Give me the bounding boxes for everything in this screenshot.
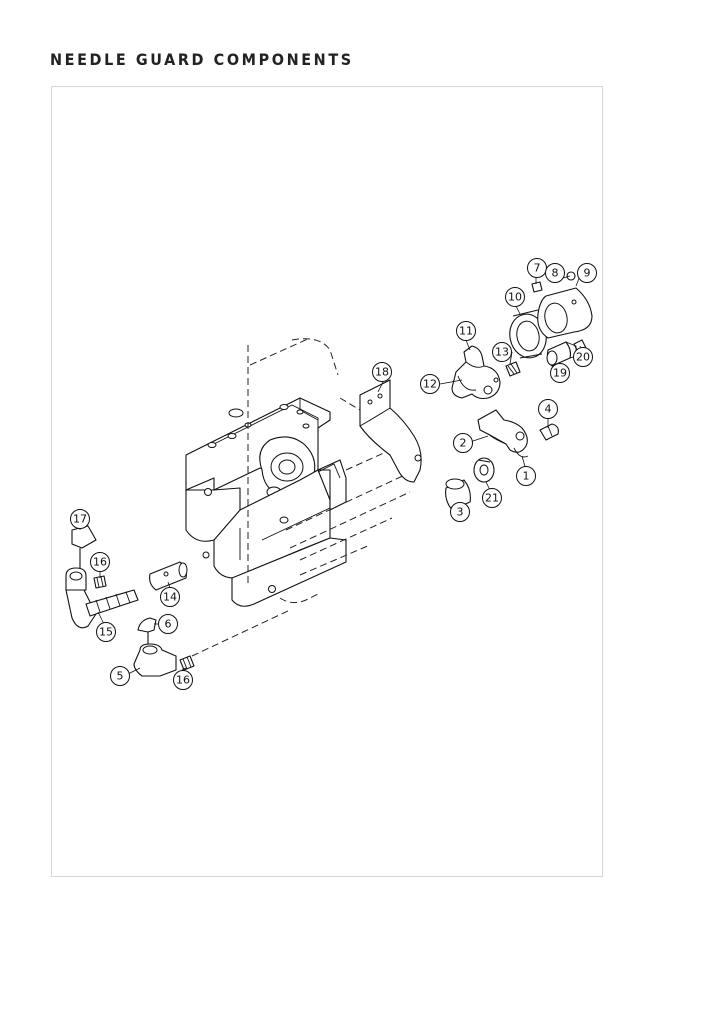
part-washer bbox=[473, 457, 495, 483]
svg-text:8: 8 bbox=[552, 267, 559, 280]
svg-text:16: 16 bbox=[93, 556, 107, 569]
part-bushing-ring bbox=[509, 309, 547, 359]
page-title: NEEDLE GUARD COMPONENTS bbox=[50, 50, 354, 69]
callout-16-lower: 16 bbox=[173, 670, 193, 690]
callout-5: 5 bbox=[110, 666, 130, 686]
svg-text:4: 4 bbox=[545, 403, 552, 416]
part-left-shaft-assembly bbox=[65, 525, 139, 629]
part-needle-guard-arm bbox=[477, 409, 529, 458]
part-screw-4 bbox=[539, 423, 559, 441]
part-needle-guard-bracket bbox=[451, 345, 501, 400]
diagram-frame bbox=[51, 86, 603, 877]
svg-text:10: 10 bbox=[508, 291, 522, 304]
svg-text:13: 13 bbox=[495, 346, 509, 359]
housing-frame bbox=[185, 337, 421, 607]
svg-text:12: 12 bbox=[423, 378, 437, 391]
callout-8: 8 bbox=[545, 263, 565, 283]
callout-4: 4 bbox=[538, 399, 558, 419]
callout-14: 14 bbox=[160, 587, 180, 607]
part-shield-plate bbox=[339, 379, 422, 483]
svg-text:15: 15 bbox=[99, 626, 113, 639]
part-sleeve bbox=[445, 478, 471, 511]
svg-text:1: 1 bbox=[523, 470, 530, 483]
callout-17: 17 bbox=[70, 509, 90, 529]
part-screw-13 bbox=[505, 361, 521, 377]
svg-text:17: 17 bbox=[73, 513, 87, 526]
svg-text:5: 5 bbox=[117, 670, 124, 683]
callout-16-upper: 16 bbox=[90, 552, 110, 572]
callout-11: 11 bbox=[456, 321, 476, 341]
svg-text:20: 20 bbox=[576, 351, 590, 364]
callout-3: 3 bbox=[450, 502, 470, 522]
callout-12: 12 bbox=[420, 374, 440, 394]
part-collar bbox=[546, 341, 577, 367]
svg-text:3: 3 bbox=[457, 506, 464, 519]
callout-7: 7 bbox=[527, 258, 547, 278]
callout-10: 10 bbox=[505, 287, 525, 307]
svg-text:19: 19 bbox=[553, 367, 567, 380]
svg-text:14: 14 bbox=[163, 591, 177, 604]
svg-text:16: 16 bbox=[176, 674, 190, 687]
part-lower-clamp-assembly bbox=[133, 609, 291, 677]
callout-18: 18 bbox=[372, 362, 392, 382]
callout-15: 15 bbox=[96, 622, 116, 642]
svg-text:7: 7 bbox=[534, 262, 541, 275]
callout-2: 2 bbox=[453, 433, 473, 453]
svg-text:9: 9 bbox=[584, 267, 591, 280]
svg-text:6: 6 bbox=[165, 618, 172, 631]
callout-6: 6 bbox=[158, 614, 178, 634]
svg-text:21: 21 bbox=[485, 492, 499, 505]
callout-21: 21 bbox=[482, 488, 502, 508]
callout-13: 13 bbox=[492, 342, 512, 362]
part-pin bbox=[149, 561, 188, 591]
svg-text:11: 11 bbox=[459, 325, 473, 338]
part-cam-ring bbox=[537, 287, 593, 339]
callout-9: 9 bbox=[577, 263, 597, 283]
callout-1: 1 bbox=[516, 466, 536, 486]
svg-text:2: 2 bbox=[460, 437, 467, 450]
callout-20: 20 bbox=[573, 347, 593, 367]
svg-text:18: 18 bbox=[375, 366, 389, 379]
callout-19: 19 bbox=[550, 363, 570, 383]
